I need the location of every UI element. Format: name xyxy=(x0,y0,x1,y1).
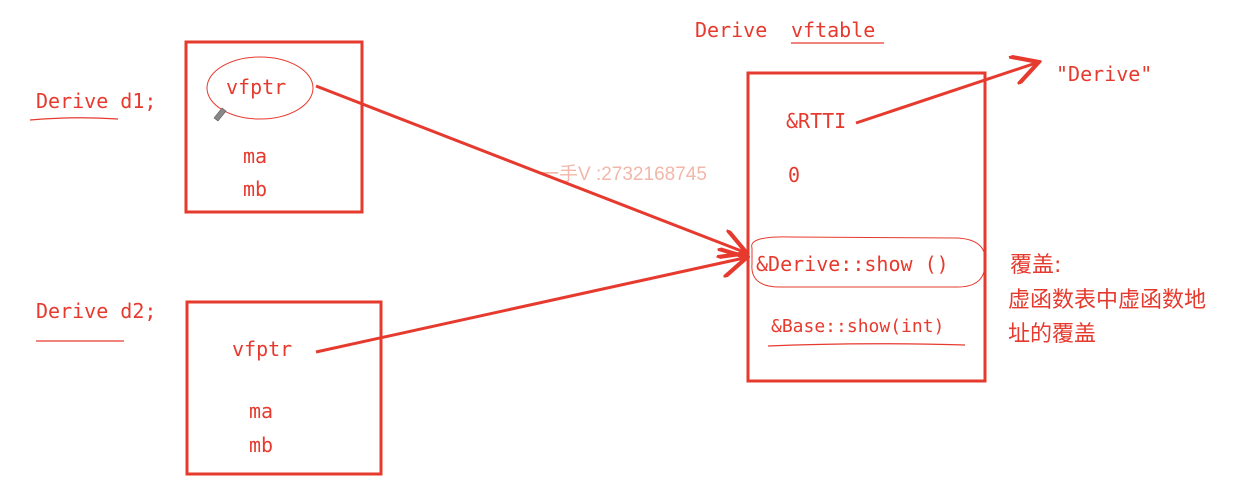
d1-member-mb: mb xyxy=(243,177,267,201)
d2-declaration: Derive d2; xyxy=(36,299,156,323)
d1-vfptr-arrow xyxy=(315,84,744,252)
rtti-arrow xyxy=(855,63,1036,125)
rtti-target-label: "Derive" xyxy=(1056,62,1152,86)
vftable-title-name: vftable xyxy=(791,18,875,42)
d2-object-box xyxy=(185,300,383,476)
pen-cursor-icon xyxy=(213,107,227,122)
d1-member-ma: ma xyxy=(243,144,267,168)
vftable-offset: 0 xyxy=(788,163,800,187)
vftable-title-prefix: Derive xyxy=(695,18,767,42)
d2-member-mb: mb xyxy=(249,433,273,457)
d1-vfptr-label: vfptr xyxy=(226,75,286,99)
derive-show-highlight-outline xyxy=(751,236,986,288)
override-note-title: 覆盖: xyxy=(1010,253,1061,278)
vftable-rtti: &RTTI xyxy=(786,109,846,133)
d1-object-box xyxy=(184,40,364,214)
d2-member-ma: ma xyxy=(249,399,273,423)
override-note-line3: 址的覆盖 xyxy=(1008,322,1096,347)
d1-underline xyxy=(29,117,119,121)
vftable-entry-derive-show: &Derive::show () xyxy=(756,252,949,276)
d2-vfptr-arrow xyxy=(315,258,744,354)
vftable-box xyxy=(746,71,987,383)
d2-vfptr-label: vfptr xyxy=(232,337,292,361)
d1-vfptr-circle xyxy=(206,56,314,120)
d1-declaration: Derive d1; xyxy=(36,89,156,113)
vftable-entry-base-show: &Base::show(int) xyxy=(771,316,944,337)
base-show-underline xyxy=(767,343,966,347)
watermark-text: 一手V :2732168745 xyxy=(540,163,707,185)
override-note-line2: 虚函数表中虚函数地 xyxy=(1008,288,1206,313)
